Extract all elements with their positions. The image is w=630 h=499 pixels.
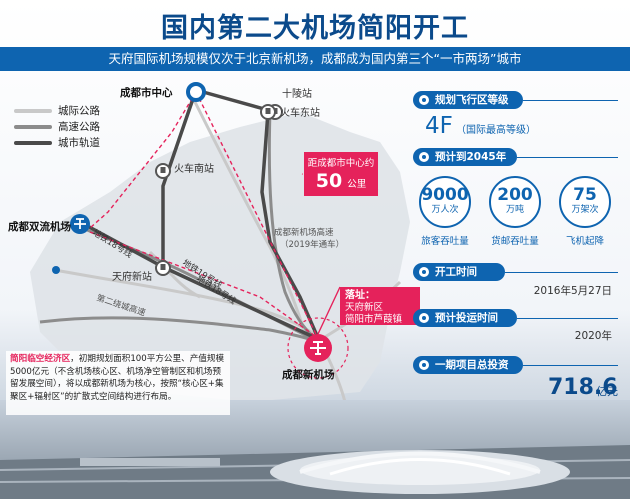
legend-item-metro: 城市轨道 bbox=[14, 135, 100, 150]
site-pointer bbox=[317, 286, 341, 335]
stat-flights: 75 万架次 bbox=[559, 176, 611, 228]
new-airport-label: 成都新机场 bbox=[282, 368, 335, 381]
airport-ring bbox=[287, 317, 349, 379]
divider bbox=[505, 272, 618, 273]
station-east bbox=[260, 104, 276, 120]
stat-cargo-num: 200 bbox=[497, 185, 533, 205]
stat-passengers: 9000 万人次 bbox=[419, 176, 471, 228]
metro-lines bbox=[79, 88, 321, 342]
subtitle-bar: 天府国际机场规模仅次于北京新机场，成都成为国内第三个“一市两场”城市 bbox=[0, 47, 630, 71]
distance-label: 距成都市中心约 bbox=[307, 158, 375, 169]
divider bbox=[517, 157, 618, 158]
start-pill: 开工时间 bbox=[413, 263, 505, 281]
road-label-expressway: 成都新机场高速 bbox=[274, 227, 334, 238]
legend-swatch-expressway bbox=[14, 124, 52, 129]
start-value: 2016年5月27日 bbox=[533, 285, 612, 297]
grade-note: （国际最高等级） bbox=[456, 125, 536, 136]
road-label-expressway-note: （2019年通车） bbox=[280, 239, 344, 250]
distance-callout: 距成都市中心约 50 公里 bbox=[304, 152, 378, 196]
legend-label-metro: 城市轨道 bbox=[58, 137, 100, 149]
stat-passengers-unit: 万人次 bbox=[431, 205, 459, 215]
open-value: 2020年 bbox=[574, 330, 612, 342]
divider bbox=[523, 100, 618, 101]
invest-value: 718.6 bbox=[548, 375, 618, 400]
legend-item-intercity: 城际公路 bbox=[14, 103, 100, 118]
legend: 城际公路 高速公路 城市轨道 bbox=[14, 103, 100, 151]
station-tianfu bbox=[155, 260, 171, 276]
grade-value: 4F bbox=[425, 113, 453, 139]
stat-cargo: 200 万吨 bbox=[489, 176, 541, 228]
shuangliu-label: 成都双流机场 bbox=[8, 220, 71, 233]
bullet-icon bbox=[419, 267, 429, 277]
stat-passengers-num: 9000 bbox=[421, 185, 469, 205]
bullet-icon bbox=[419, 313, 429, 323]
distance-value: 50 bbox=[315, 170, 343, 192]
forecast-label: 预计到2045年 bbox=[435, 151, 507, 163]
grade-pill: 规划飞行区等级 bbox=[413, 91, 523, 109]
bullet-icon bbox=[419, 95, 429, 105]
bullet-icon bbox=[419, 360, 429, 370]
bullet-icon bbox=[419, 152, 429, 162]
plane-icon bbox=[74, 218, 86, 229]
stat-flights-unit: 万架次 bbox=[571, 205, 599, 215]
legend-item-expressway: 高速公路 bbox=[14, 119, 100, 134]
zone-description: 简阳临空经济区，初期规划面积100平方公里、产值规模5000亿元（不含机场核心区… bbox=[6, 351, 230, 415]
small-city-dot bbox=[52, 266, 60, 274]
divider bbox=[517, 318, 618, 319]
city-center-marker bbox=[186, 82, 206, 102]
stat-flights-caption: 飞机起降 bbox=[565, 236, 604, 247]
new-airport-plane-icon bbox=[310, 341, 326, 355]
airport-photo bbox=[0, 400, 630, 499]
invest-unit: 亿元 bbox=[596, 385, 618, 398]
invest-pill: 一期项目总投资 bbox=[413, 356, 523, 374]
divider bbox=[523, 365, 618, 366]
distance-unit: 公里 bbox=[347, 179, 367, 190]
open-label: 预计投运时间 bbox=[435, 312, 498, 324]
site-label: 落址： bbox=[345, 290, 375, 301]
city-center-label: 成都市中心 bbox=[120, 86, 173, 99]
station-south bbox=[155, 163, 171, 179]
legend-swatch-intercity bbox=[14, 108, 52, 113]
stat-passengers-caption: 旅客吞吐量 bbox=[421, 236, 469, 247]
forecast-pill: 预计到2045年 bbox=[413, 148, 517, 166]
site-line1: 天府新区 bbox=[345, 302, 384, 313]
station-south-label: 火车南站 bbox=[174, 162, 214, 175]
station-east-label: 火车东站 bbox=[280, 106, 320, 119]
station-tianfu-label: 天府新站 bbox=[112, 270, 152, 283]
open-pill: 预计投运时间 bbox=[413, 309, 517, 327]
zone-title: 简阳临空经济区 bbox=[10, 354, 71, 364]
stat-flights-num: 75 bbox=[573, 185, 597, 205]
invest-label: 一期项目总投资 bbox=[435, 359, 509, 371]
legend-label-intercity: 城际公路 bbox=[58, 105, 100, 117]
stat-cargo-unit: 万吨 bbox=[505, 205, 524, 215]
page-title: 国内第二大机场简阳开工 bbox=[161, 13, 469, 44]
site-callout: 落址： 天府新区 简阳市芦葭镇 bbox=[340, 287, 420, 325]
legend-label-expressway: 高速公路 bbox=[58, 121, 100, 133]
station-shiling-label: 十陵站 bbox=[282, 87, 312, 100]
stat-cargo-caption: 货邮吞吐量 bbox=[491, 236, 539, 247]
legend-swatch-metro bbox=[14, 140, 52, 145]
start-label: 开工时间 bbox=[435, 266, 477, 278]
site-line2: 简阳市芦葭镇 bbox=[345, 314, 403, 325]
zone-text: ，初期规划面积100平方公里、产值规模5000亿元（不含机场核心区、机场净空管制… bbox=[10, 354, 225, 402]
grade-label: 规划飞行区等级 bbox=[435, 94, 509, 106]
